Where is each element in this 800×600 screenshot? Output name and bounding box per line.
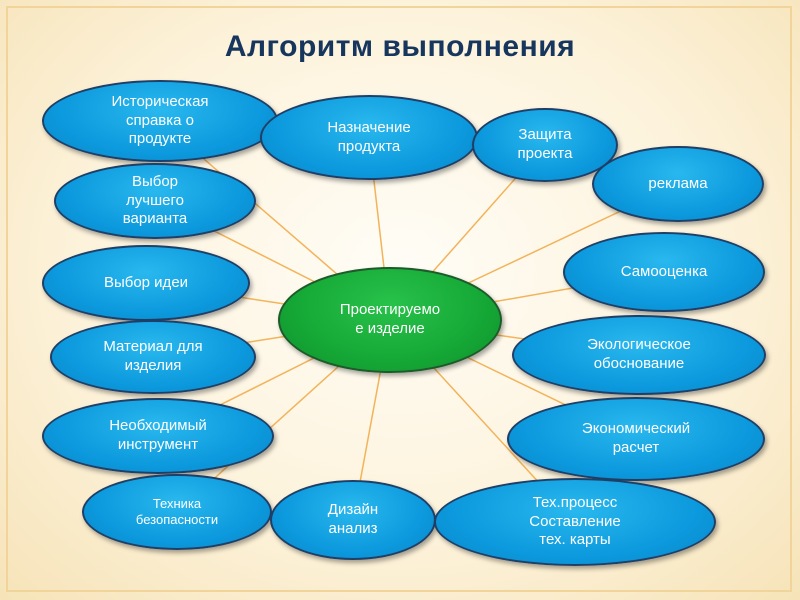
node-historical-reference: Историческая справка о продукте (42, 80, 278, 162)
node-ecological-justification: Экологическое обоснование (512, 315, 766, 395)
node-economic-calculation: Экономический расчет (507, 397, 765, 481)
node-self-assessment: Самооценка (563, 232, 765, 312)
slide-frame (6, 6, 792, 592)
node-advertising: реклама (592, 146, 764, 222)
node-product-purpose: Назначение продукта (260, 95, 478, 180)
node-tech-process: Тех.процесс Составление тех. карты (434, 478, 716, 566)
node-project-defense: Защита проекта (472, 108, 618, 182)
node-best-option: Выбор лучшего варианта (54, 163, 256, 239)
node-safety: Техника безопасности (82, 474, 272, 550)
node-design-analysis: Дизайн анализ (270, 480, 436, 560)
node-tools: Необходимый инструмент (42, 398, 274, 474)
center-node: Проектируемо е изделие (278, 267, 502, 373)
page-title: Алгоритм выполнения (224, 30, 576, 63)
node-idea-choice: Выбор идеи (42, 245, 250, 321)
node-material: Материал для изделия (50, 320, 256, 394)
